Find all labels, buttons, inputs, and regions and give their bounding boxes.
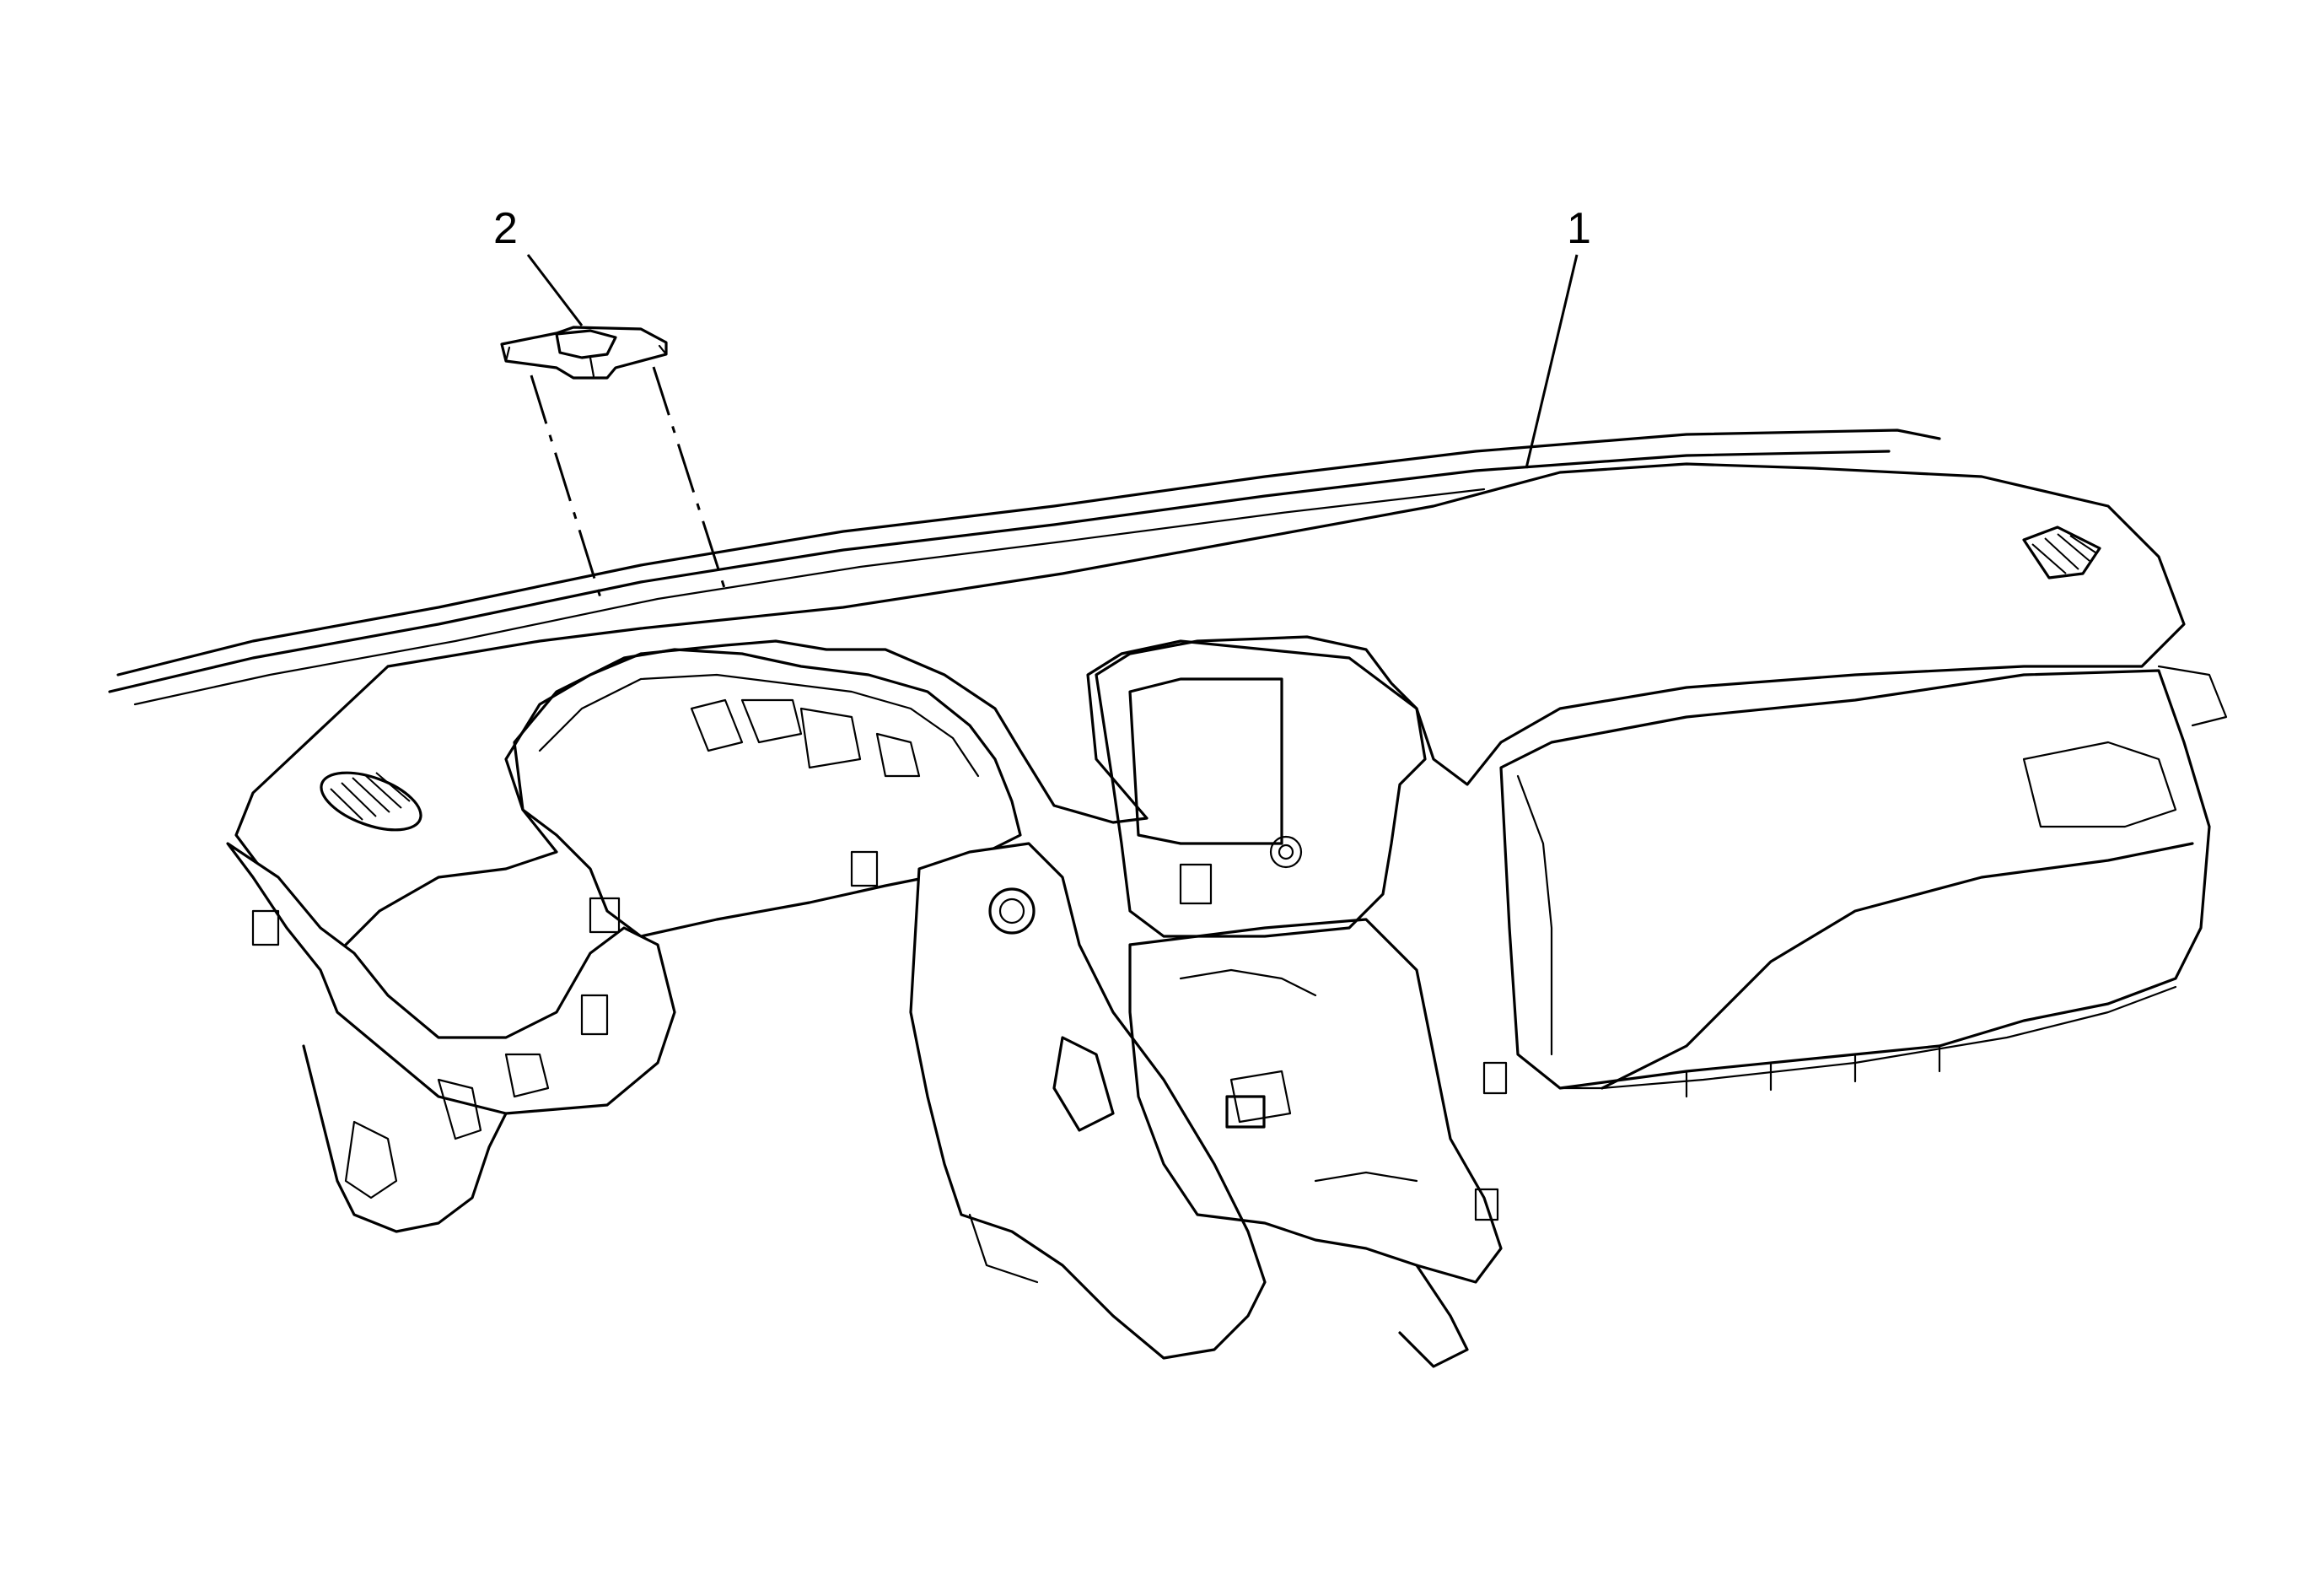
- callout-1-label: 1: [1567, 204, 1591, 253]
- installation-line-left: [530, 375, 605, 606]
- left-outboard-vent: [320, 771, 422, 832]
- sensor-bracket: [500, 326, 668, 380]
- right-outboard-vent: [2022, 526, 2101, 579]
- installation-line-right: [652, 366, 727, 591]
- callout-2-label: 2: [493, 204, 518, 253]
- callout-2-leader: [526, 254, 584, 326]
- callout-1-leader: [1525, 254, 1579, 469]
- instrument-panel-assembly: [108, 429, 2228, 1368]
